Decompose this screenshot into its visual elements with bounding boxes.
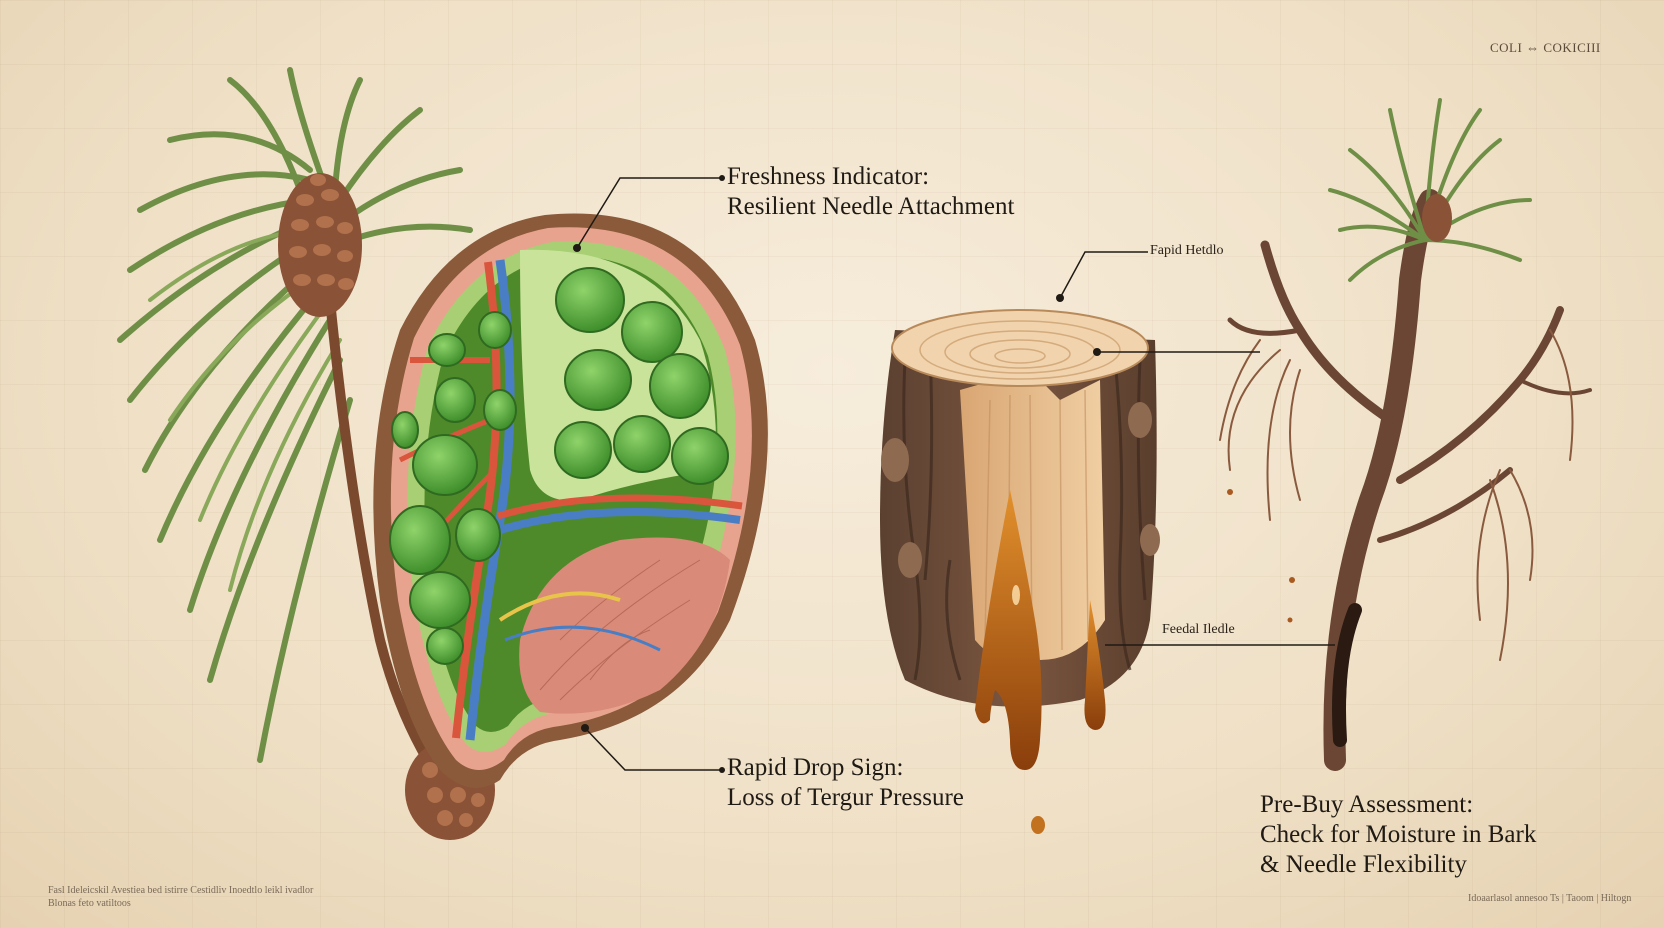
footer-right: Idoaarlasol annesoo Ts | Taoom | Hiltogn bbox=[1468, 893, 1632, 904]
freshness-label-line2: Resilient Needle Attachment bbox=[727, 193, 1015, 220]
sap-droplets-right bbox=[1227, 489, 1295, 623]
sap-drip-icon bbox=[975, 490, 1106, 834]
rapid-drop-label-line2: Loss of Tergur Pressure bbox=[727, 784, 964, 811]
corner-title: COLI ⇔ COKICIII bbox=[1490, 40, 1601, 55]
pre-buy-label-line2: Check for Moisture in Bark bbox=[1260, 821, 1537, 848]
callout-dots bbox=[573, 175, 1101, 773]
rapid-needle-label: Fapid Hetdlo bbox=[1150, 243, 1224, 258]
callout-lines bbox=[576, 177, 1335, 771]
pine-cone-icon bbox=[278, 173, 362, 317]
rapid-drop-label-line1: Rapid Drop Sign: bbox=[727, 754, 904, 781]
cross-section-icon bbox=[373, 213, 768, 788]
footer-left: Fasl Ideleicskil Avestiea bed istirre Ce… bbox=[48, 884, 313, 910]
footer-left-line1: Fasl Ideleicskil Avestiea bed istirre Ce… bbox=[48, 885, 314, 896]
freshness-label-line1: Freshness Indicator: bbox=[727, 163, 930, 190]
trunk-stump-icon bbox=[880, 309, 1160, 707]
footer-left-line2: Blonas feto vatiltoos bbox=[48, 898, 131, 909]
pre-buy-label-line3: & Needle Flexibility bbox=[1260, 851, 1467, 878]
feedal-needle-label: Feedal Iledle bbox=[1162, 622, 1235, 637]
pre-buy-label: Pre-Buy Assessment: Check for Moisture i… bbox=[1260, 790, 1536, 880]
bare-branch-icon bbox=[1219, 98, 1592, 771]
pre-buy-label-line1: Pre-Buy Assessment: bbox=[1260, 791, 1474, 818]
rapid-drop-label: Rapid Drop Sign: Loss of Tergur Pressure bbox=[727, 753, 964, 813]
freshness-label: Freshness Indicator: Resilient Needle At… bbox=[727, 162, 1014, 222]
